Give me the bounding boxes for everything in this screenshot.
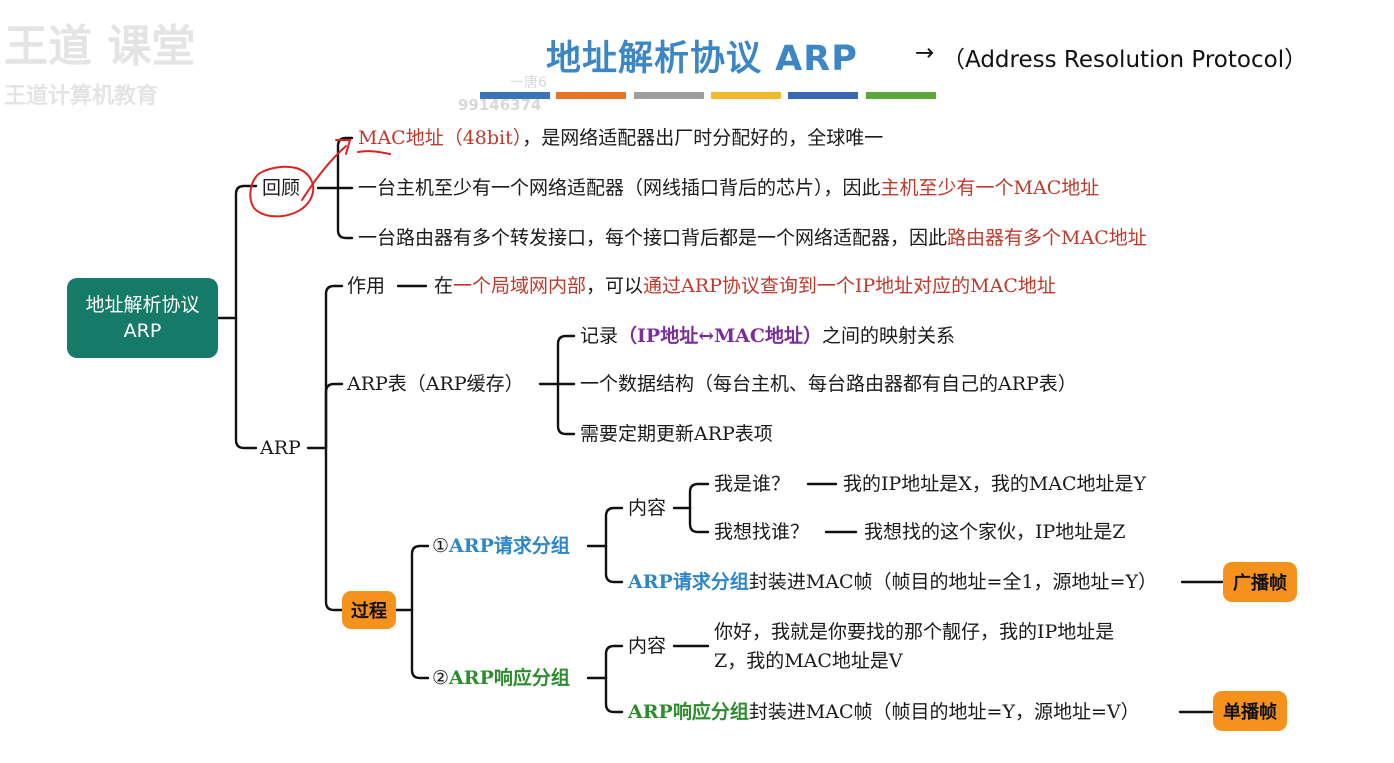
- title-color-bar: [480, 92, 550, 99]
- arp-table-item-2: 一个数据结构（每台主机、每台路由器都有自己的ARP表）: [580, 373, 1077, 395]
- response-encap-desc: 封装进MAC帧（帧目的地址=Y，源地址=V）: [748, 701, 1140, 723]
- watermark-user-a: 一唐6: [510, 75, 547, 91]
- response-content-line-1: 你好，我就是你要找的那个靓仔，我的IP地址是: [714, 621, 1115, 643]
- arrow-icon: →: [915, 40, 935, 66]
- request-encap-term: ARP请求分组: [628, 571, 749, 593]
- function-text-2: ，可以: [586, 275, 644, 297]
- request-a2: 我想找的这个家伙，IP地址是Z: [864, 521, 1126, 543]
- function-label: 作用: [347, 275, 386, 297]
- review-mac-line: MAC地址（48bit），是网络适配器出厂时分配好的，全球唯一: [358, 126, 883, 150]
- table-item-1-mapping: （IP地址↔MAC地址）: [618, 325, 823, 347]
- host-conclusion: 主机至少有一个MAC地址: [880, 177, 1100, 199]
- page-subtitle: （Address Resolution Protocol）: [942, 47, 1308, 73]
- request-encap-desc: 封装进MAC帧（帧目的地址=全1，源地址=Y）: [748, 571, 1158, 593]
- review-label: 回顾: [262, 177, 301, 199]
- title-color-bar: [556, 92, 626, 99]
- root-line-2: ARP: [123, 320, 162, 342]
- request-encap: ARP请求分组封装进MAC帧（帧目的地址=全1，源地址=Y）: [628, 570, 1157, 594]
- function-text-1: 在: [434, 275, 454, 297]
- function-highlight-1: 一个局域网内部: [453, 275, 587, 297]
- title-color-bar: [711, 92, 781, 99]
- response-content-label: 内容: [628, 635, 667, 657]
- router-conclusion: 路由器有多个MAC地址: [947, 227, 1147, 249]
- request-label: ①ARP请求分组: [432, 534, 570, 558]
- table-item-1-text-c: 之间的映射关系: [822, 325, 956, 347]
- watermark-user-b: 99146374: [458, 96, 542, 114]
- request-q1: 我是谁？: [714, 473, 791, 495]
- request-content-label: 内容: [628, 497, 667, 519]
- arp-table-label: ARP表（ARP缓存）: [347, 373, 524, 395]
- process-badge: 过程: [342, 591, 396, 629]
- review-router-line: 一台路由器有多个转发接口，每个接口背后都是一个网络适配器，因此路由器有多个MAC…: [358, 226, 1147, 250]
- host-desc: 一台主机至少有一个网络适配器（网线插口背后的芯片），因此: [358, 177, 881, 199]
- response-num: ②: [432, 667, 450, 689]
- arp-table-item-1: 记录（IP地址↔MAC地址）之间的映射关系: [580, 324, 955, 348]
- response-content-line-2: Z，我的MAC地址是V: [714, 650, 903, 672]
- request-a1: 我的IP地址是X，我的MAC地址是Y: [843, 473, 1147, 495]
- router-desc: 一台路由器有多个转发接口，每个接口背后都是一个网络适配器，因此: [358, 227, 948, 249]
- page-title: 地址解析协议 ARP: [546, 39, 858, 79]
- request-title: ARP请求分组: [449, 535, 570, 557]
- response-label: ②ARP响应分组: [432, 666, 570, 690]
- title-color-bar: [788, 92, 858, 99]
- function-desc: 在一个局域网内部，可以通过ARP协议查询到一个IP地址对应的MAC地址: [434, 274, 1056, 298]
- unicast-frame-badge: 单播帧: [1213, 691, 1287, 731]
- watermark-logo: 王道 课堂: [4, 21, 196, 72]
- mac-address-term: MAC地址（48bit）: [358, 127, 523, 149]
- mac-address-desc: ，是网络适配器出厂时分配好的，全球唯一: [522, 127, 884, 149]
- table-item-1-text-a: 记录: [580, 325, 619, 347]
- function-highlight-2: 通过ARP协议查询到一个IP地址对应的MAC地址: [643, 275, 1056, 297]
- title-color-bar: [634, 92, 704, 99]
- arp-label: ARP: [260, 437, 301, 459]
- watermark-org: 王道计算机教育: [4, 84, 159, 109]
- review-host-line: 一台主机至少有一个网络适配器（网线插口背后的芯片），因此主机至少有一个MAC地址: [358, 176, 1099, 200]
- title-color-bar: [866, 92, 936, 99]
- response-encap: ARP响应分组封装进MAC帧（帧目的地址=Y，源地址=V）: [628, 700, 1140, 724]
- broadcast-frame-badge: 广播帧: [1223, 562, 1297, 602]
- arp-table-item-3: 需要定期更新ARP表项: [580, 423, 773, 445]
- response-encap-term: ARP响应分组: [628, 701, 749, 723]
- root-line-1: 地址解析协议: [85, 294, 200, 316]
- response-title: ARP响应分组: [449, 667, 570, 689]
- request-q2: 我想找谁？: [714, 521, 810, 543]
- root-node: 地址解析协议 ARP: [67, 278, 218, 358]
- request-num: ①: [432, 535, 450, 557]
